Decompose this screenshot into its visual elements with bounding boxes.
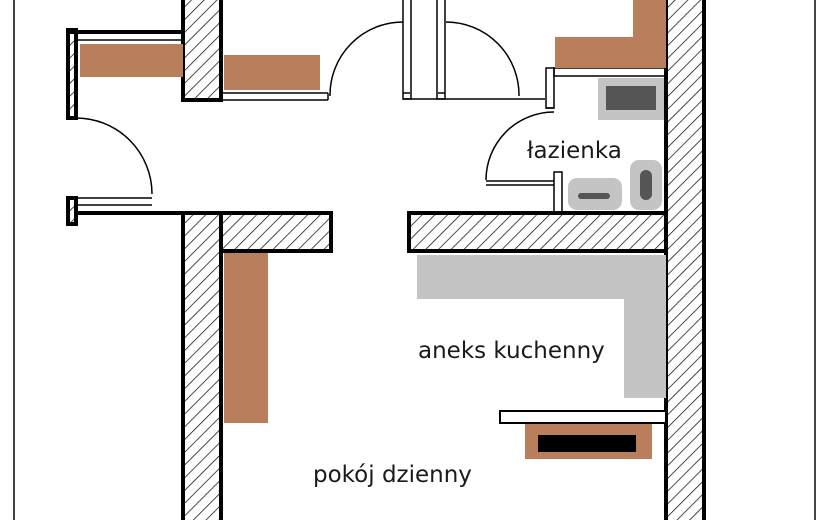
kitchen-counter <box>417 255 666 398</box>
door-top-left <box>329 21 404 97</box>
wall-middle-right <box>407 211 703 253</box>
label-kitchenette: aneks kuchenny <box>418 338 605 364</box>
wall-living-left <box>181 211 223 520</box>
cabinet-top <box>224 55 320 90</box>
shower-drain-icon <box>640 170 652 200</box>
door-bathroom <box>485 111 555 181</box>
wall-right <box>664 0 706 520</box>
wall-top-left-stub <box>181 0 223 102</box>
label-bathroom: łazienka <box>527 138 622 164</box>
bathroom-fixtures <box>568 78 664 210</box>
wardrobe-top-right <box>555 0 666 68</box>
sink-basin-icon <box>606 86 656 110</box>
tv <box>538 435 636 452</box>
toilet-bowl-icon <box>578 193 610 199</box>
thin-walls <box>68 0 667 215</box>
doors <box>75 21 555 195</box>
wall-hall-left-bottom <box>66 196 78 226</box>
door-top-right <box>445 21 520 97</box>
wall-hall-left <box>66 28 78 120</box>
label-living-room: pokój dzienny <box>313 462 472 488</box>
door-hall <box>75 117 153 195</box>
wardrobe-hall <box>80 44 183 77</box>
plan-frame <box>13 0 816 520</box>
tv-shelf <box>499 410 667 424</box>
shelf-living-left <box>224 253 268 423</box>
